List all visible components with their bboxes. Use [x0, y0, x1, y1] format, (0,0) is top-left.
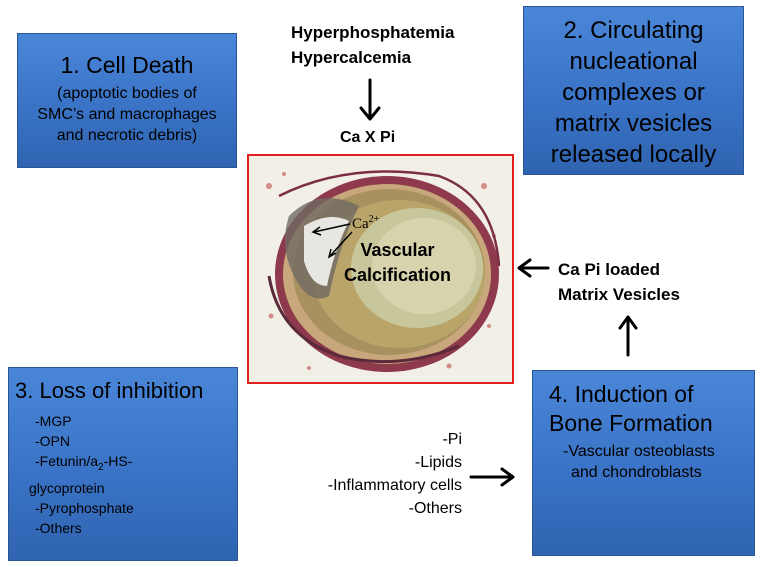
calcium-ion-charge: 2+ — [368, 214, 380, 225]
calcium-ion-text: Ca — [352, 216, 369, 232]
cell-death-line-1: (apoptotic bodies of — [57, 85, 197, 102]
calcium-ion-label: Ca2+ — [352, 214, 379, 233]
inhibitor-pyrophosphate: -Pyrophosphate — [35, 499, 134, 516]
fetuin-text-2: -HS- — [103, 453, 133, 469]
arrow-right-icon — [469, 467, 515, 487]
calcification-label: Calcification — [344, 265, 452, 285]
bone-formation-box: 4. Induction of Bone Formation -Vascular… — [532, 370, 755, 556]
bone-formation-sub-1: -Vascular osteoblasts — [563, 443, 715, 460]
arrow-up-icon — [618, 315, 638, 357]
arrow-left-icon — [517, 258, 550, 278]
circulating-complexes-box: 2. Circulating nucleational complexes or… — [523, 6, 744, 175]
matrix-vesicles-label: Ca Pi loaded Matrix Vesicles — [558, 257, 680, 307]
inhibitor-fetuin: -Fetunin/a2-HS- — [15, 451, 237, 478]
fetuin-subscript: 2 — [98, 461, 104, 473]
inhibitor-opn: -OPN — [35, 433, 70, 449]
loss-of-inhibition-box: 3. Loss of inhibition -MGP -OPN -Fetunin… — [8, 367, 238, 561]
factor-lipids: -Lipids — [414, 454, 462, 471]
arrow-down-icon — [359, 78, 381, 121]
factor-pi: -Pi — [442, 431, 462, 448]
box2-line-2: nucleational — [569, 48, 698, 75]
loss-of-inhibition-title: 3. Loss of inhibition — [15, 378, 204, 403]
matrix-vesicles-text: Matrix Vesicles — [558, 285, 680, 304]
cell-death-line-2: SMC’s and macrophages — [37, 106, 217, 123]
box2-line-5: released locally — [550, 141, 717, 168]
bone-formation-title-1: 4. Induction of — [549, 381, 694, 407]
hypercalcemia-label: Hypercalcemia — [291, 48, 412, 67]
hyperphosphatemia-label: Hyperphosphatemia — [291, 23, 455, 42]
vascular-calcification-label: Vascular Calcification — [344, 238, 451, 288]
box2-line-1: 2. Circulating — [563, 17, 704, 44]
inhibitor-glycoprotein: glycoprotein — [29, 479, 105, 496]
ca-x-pi-label: Ca X Pi — [340, 129, 396, 146]
cell-death-title: 1. Cell Death — [60, 52, 194, 78]
cell-death-box: 1. Cell Death (apoptotic bodies of SMC’s… — [17, 33, 237, 168]
factors-list: -Pi -Lipids -Inflammatory cells -Others — [290, 428, 462, 520]
bone-formation-sub-2: and chondroblasts — [571, 464, 702, 481]
ca-pi-loaded-label: Ca Pi loaded — [558, 260, 661, 279]
fetuin-text: -Fetunin/a — [35, 453, 99, 469]
factor-inflammatory-cells: -Inflammatory cells — [327, 477, 462, 494]
box2-line-4: matrix vesicles — [554, 110, 713, 137]
top-causes: Hyperphosphatemia Hypercalcemia — [291, 20, 454, 70]
inhibitor-mgp: -MGP — [35, 413, 72, 429]
bone-formation-title-2: Bone Formation — [549, 410, 713, 436]
inhibitor-others: -Others — [35, 519, 82, 536]
factor-others: -Others — [408, 500, 462, 517]
vascular-label: Vascular — [360, 240, 435, 260]
box2-line-3: complexes or — [562, 79, 705, 106]
cell-death-line-3: and necrotic debris) — [56, 127, 198, 144]
